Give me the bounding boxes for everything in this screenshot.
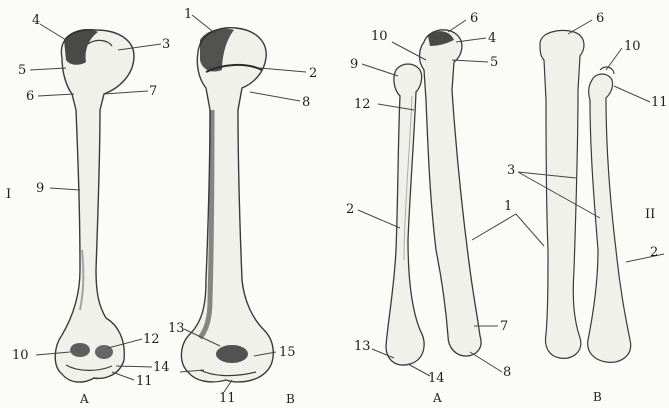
label-humerus-a: 10	[12, 349, 29, 362]
label-forearm-b: 2	[650, 246, 658, 259]
label-humerus-a: 11	[136, 375, 153, 388]
label-humerus-b: 11	[219, 392, 236, 405]
panel-caption: A	[433, 392, 442, 405]
label-forearm-a: 7	[500, 320, 508, 333]
label-forearm-b: 6	[596, 12, 604, 25]
label-humerus-a: 3	[162, 38, 170, 51]
label-humerus-b: 15	[279, 346, 296, 359]
label-humerus-a: 5	[18, 64, 26, 77]
label-humerus-a: 7	[149, 85, 157, 98]
label-forearm-a: 6	[470, 12, 478, 25]
section-label-right: II	[645, 208, 655, 221]
panel-caption: B	[593, 391, 602, 404]
humerus-b	[181, 28, 273, 382]
label-forearm-a: 13	[354, 340, 371, 353]
label-humerus-a: 12	[143, 333, 160, 346]
label-forearm-b: 11	[651, 96, 668, 109]
label-forearm-a: 4	[488, 32, 496, 45]
label-humerus-a: 14	[153, 361, 170, 374]
humerus-a	[55, 29, 134, 382]
label-humerus-a: 6	[26, 90, 34, 103]
label-forearm-a: 1	[504, 200, 512, 213]
label-forearm-b: 10	[624, 40, 641, 53]
label-forearm-a: 12	[354, 98, 371, 111]
label-forearm-a: 8	[503, 366, 511, 379]
label-forearm-a: 9	[350, 58, 358, 71]
label-humerus-a: 4	[32, 14, 40, 27]
label-humerus-b: 13	[168, 322, 185, 335]
label-forearm-b: 3	[507, 164, 515, 177]
forearm-a	[386, 30, 481, 365]
label-humerus-b: 1	[184, 8, 192, 21]
label-forearm-a: 14	[428, 372, 445, 385]
label-humerus-b: 2	[309, 67, 317, 80]
forearm-b	[540, 31, 631, 363]
section-label-left: I	[6, 188, 11, 201]
label-humerus-a: 9	[36, 182, 44, 195]
label-forearm-a: 10	[371, 30, 388, 43]
label-humerus-b: 8	[302, 96, 310, 109]
panel-caption: A	[80, 393, 89, 406]
label-forearm-a: 5	[490, 56, 498, 69]
label-forearm-a: 2	[346, 203, 354, 216]
panel-caption: B	[286, 393, 295, 406]
